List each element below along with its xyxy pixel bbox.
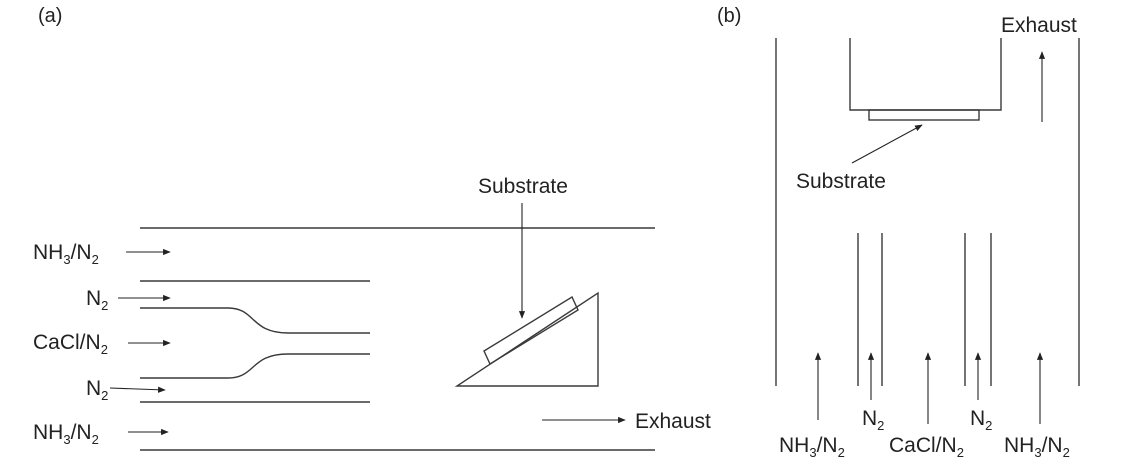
inlet-label-nh3-n2-right: NH3/N2 [1004,434,1070,460]
substrate [868,109,980,121]
inlet-arrow [109,386,166,393]
substrate [483,295,579,366]
inlet-label-nh3-n2-left: NH3/N2 [779,434,845,460]
panel-b-label: (b) [717,5,741,27]
inlet-label-n2-left: N2 [862,407,884,433]
panel-b: (b) Substrate Exhaust NH3/N2 N2 CaCl/N2 … [717,5,1080,460]
inlet-label-n2-upper: N2 [86,287,108,313]
panel-a-label: (a) [38,5,62,27]
substrate-holder-wedge [454,291,599,387]
inlet-label-n2-right: N2 [970,407,992,433]
inlet-label-cacl-n2: CaCl/N2 [889,434,964,460]
exhaust-label-a: Exhaust [635,410,711,433]
panel-a: (a) NH3/N2 N2 CaCl/N2 N2 NH3/N2 Substrat… [33,5,711,451]
inlet-label-nh3-n2-top: NH3/N2 [33,241,99,267]
nozzle-lower-wall [140,353,370,379]
substrate-label-a: Substrate [478,175,568,198]
nozzle-upper-wall [140,307,370,334]
substrate-label-b: Substrate [796,170,886,193]
inlet-label-n2-lower: N2 [86,377,108,403]
inlet-label-cacl-n2: CaCl/N2 [33,331,108,357]
inlet-label-nh3-n2-bottom: NH3/N2 [33,421,99,447]
substrate-pointer-arrow [851,124,923,164]
exhaust-label-b: Exhaust [1001,14,1077,37]
substrate-holder [849,38,1002,111]
